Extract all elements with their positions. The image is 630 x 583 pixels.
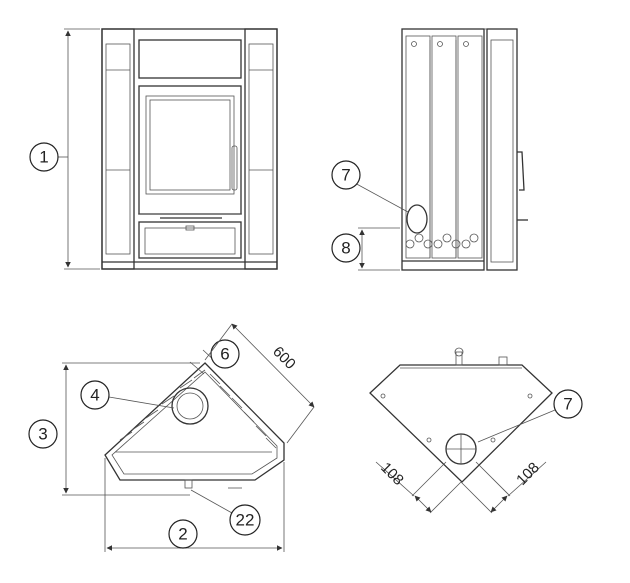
callout-22: 22: [190, 489, 261, 536]
callout-7-bottom: 7: [477, 389, 583, 443]
dimension-3: 3: [28, 362, 200, 496]
callout-1: 1: [29, 142, 68, 172]
dimension-height: [64, 28, 100, 270]
svg-text:7: 7: [341, 166, 350, 185]
callout-4: 4: [80, 380, 175, 410]
bottom-view: [369, 347, 553, 483]
svg-text:1: 1: [39, 148, 48, 167]
svg-text:7: 7: [563, 395, 572, 414]
svg-text:600: 600: [269, 343, 299, 373]
svg-text:108: 108: [513, 459, 543, 489]
top-view: [104, 362, 285, 489]
callout-7-side: 7: [331, 160, 409, 213]
svg-text:22: 22: [236, 511, 255, 530]
dimension-108-right: 108: [460, 459, 547, 514]
svg-text:8: 8: [341, 239, 350, 258]
callout-6: 6: [189, 339, 240, 375]
dimension-8: 8: [331, 227, 400, 271]
svg-text:3: 3: [38, 425, 47, 444]
svg-text:2: 2: [178, 525, 187, 544]
dimension-2: 2: [104, 458, 285, 552]
dimension-108-left: 108: [375, 459, 462, 514]
svg-text:108: 108: [377, 459, 407, 489]
svg-text:4: 4: [90, 386, 99, 405]
svg-text:6: 6: [220, 345, 229, 364]
side-view: [401, 28, 528, 271]
front-view: [101, 28, 278, 270]
